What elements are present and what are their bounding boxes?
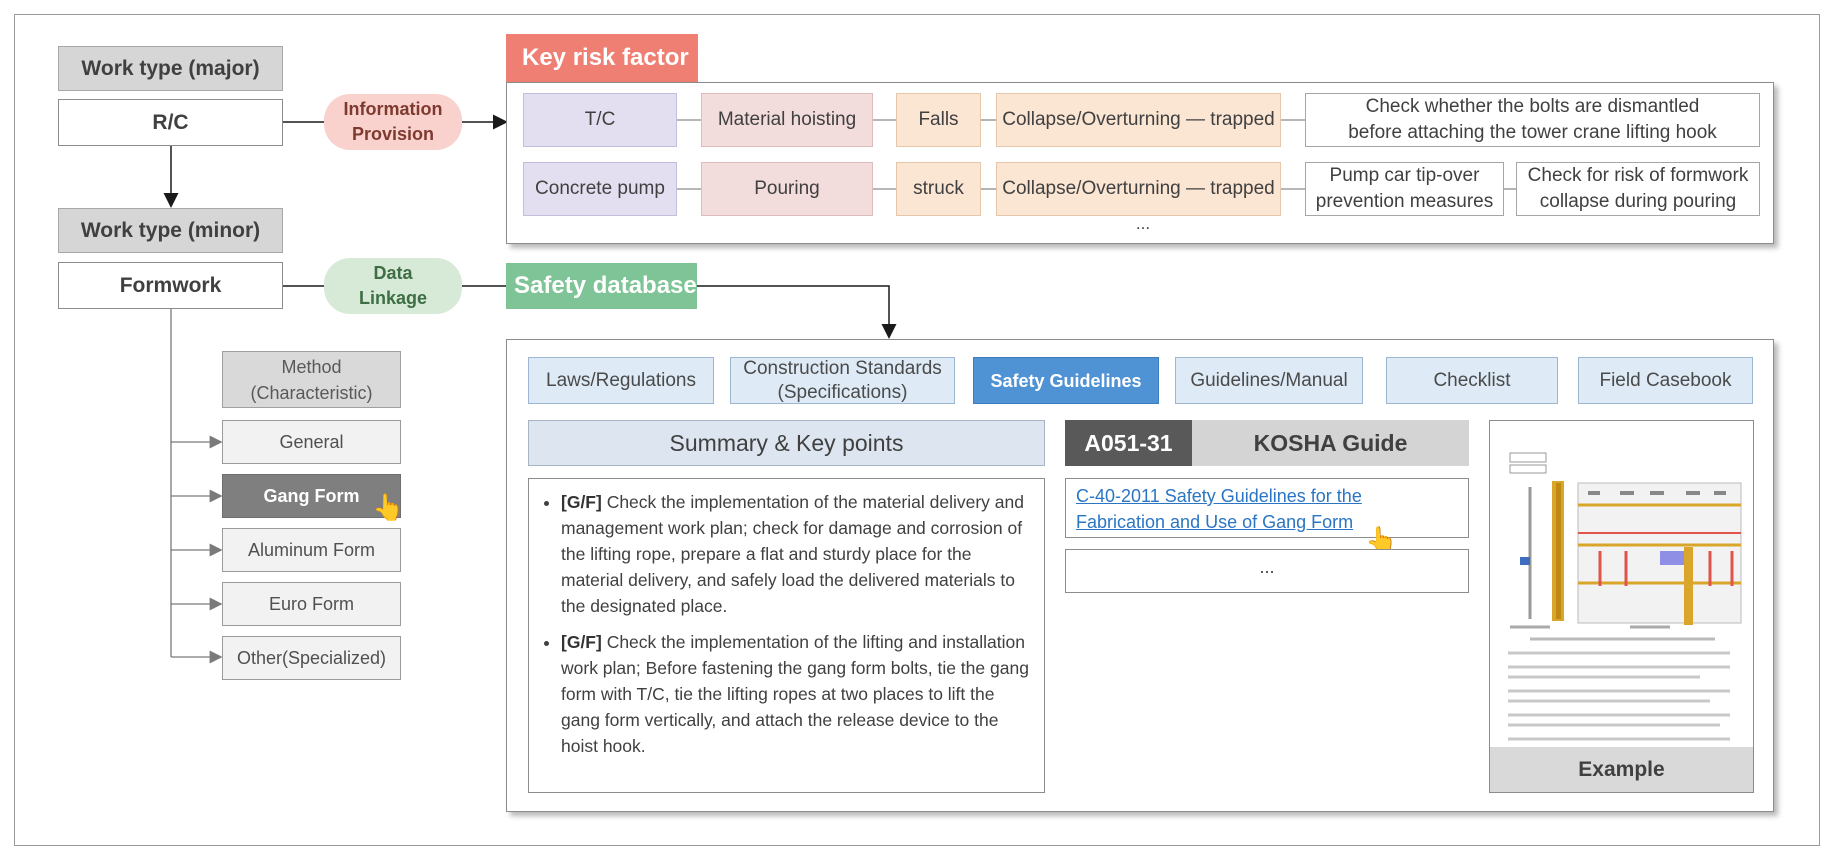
example-label: Example xyxy=(1490,747,1753,792)
method-item-aluminum-form[interactable]: Aluminum Form xyxy=(222,528,401,572)
risk-row1-check: Check whether the bolts are dismantled b… xyxy=(1305,93,1760,147)
key-risk-factor-title: Key risk factor xyxy=(506,34,698,82)
tab-safety-guidelines[interactable]: Safety Guidelines xyxy=(973,357,1159,404)
tab-laws-regulations[interactable]: Laws/Regulations xyxy=(528,357,714,404)
risk-row2-check1: Pump car tip-over prevention measures xyxy=(1305,162,1504,216)
summary-body: [G/F] Check the implementation of the ma… xyxy=(528,478,1045,793)
risk-row2-check2: Check for risk of formwork collapse duri… xyxy=(1516,162,1760,216)
kosha-link-line2[interactable]: Fabrication and Use of Gang Form xyxy=(1076,512,1354,532)
tab-safety-guidelines-label: Safety Guidelines xyxy=(990,370,1142,391)
kosha-link-line1[interactable]: C-40-2011 Safety Guidelines for the xyxy=(1076,486,1362,506)
tab-construction-standards-line1: Construction Standards xyxy=(743,357,942,379)
tab-construction-standards-line2: (Specifications) xyxy=(777,381,908,403)
hand-pointer-icon: 👆 xyxy=(372,492,405,522)
tab-checklist[interactable]: Checklist xyxy=(1386,357,1558,404)
method-item-euro-form[interactable]: Euro Form xyxy=(222,582,401,626)
tab-checklist-label: Checklist xyxy=(1433,369,1511,391)
method-header-line1: Method xyxy=(281,356,342,377)
data-line2: Linkage xyxy=(358,288,428,308)
summary-key-points-header: Summary & Key points xyxy=(528,420,1045,466)
method-item-gang-form-label: Gang Form xyxy=(263,485,360,506)
summary-bullet-1: [G/F] Check the implementation of the ma… xyxy=(561,489,1032,619)
risk-more-ellipsis: ... xyxy=(1135,214,1151,233)
summary-bullet-1-text: Check the implementation of the material… xyxy=(561,492,1024,616)
kosha-guide-title: KOSHA Guide xyxy=(1192,420,1469,466)
work-type-minor-label: Work type (minor) xyxy=(58,208,283,253)
information-provision-pill: Information Provision xyxy=(324,94,462,150)
summary-bullet-2: [G/F] Check the implementation of the li… xyxy=(561,629,1032,759)
risk-row1-check-line2: before attaching the tower crane lifting… xyxy=(1348,122,1717,143)
summary-bullet-2-text: Check the implementation of the lifting … xyxy=(561,632,1029,756)
method-item-general[interactable]: General xyxy=(222,420,401,464)
data-line1: Data xyxy=(373,263,413,283)
info-line2: Provision xyxy=(351,124,435,144)
hand-pointer-icon: 👆 xyxy=(1365,525,1398,555)
risk-row2-accident: Collapse/Overturning — trapped xyxy=(996,162,1281,216)
kosha-code: A051-31 xyxy=(1065,420,1192,466)
tab-field-casebook-label: Field Casebook xyxy=(1599,369,1732,391)
method-item-other[interactable]: Other(Specialized) xyxy=(222,636,401,680)
diagram-frame xyxy=(14,14,1820,846)
risk-row2-hazard: struck xyxy=(896,162,981,216)
method-header: Method (Characteristic) xyxy=(222,351,401,408)
method-header-line2: (Characteristic) xyxy=(250,382,373,403)
risk-row2-task: Pouring xyxy=(701,162,873,216)
tab-field-casebook[interactable]: Field Casebook xyxy=(1578,357,1753,404)
risk-row2-check2-line1: Check for risk of formwork xyxy=(1527,165,1749,186)
tab-guidelines-manual[interactable]: Guidelines/Manual xyxy=(1175,357,1363,404)
risk-row1-hazard: Falls xyxy=(896,93,981,147)
data-linkage-pill: Data Linkage xyxy=(324,258,462,314)
tab-construction-standards[interactable]: Construction Standards (Specifications) xyxy=(730,357,955,404)
risk-row2-check1-line2: prevention measures xyxy=(1315,191,1494,212)
tab-guidelines-manual-label: Guidelines/Manual xyxy=(1190,369,1348,391)
work-type-major-label: Work type (major) xyxy=(58,46,283,91)
method-item-gang-form[interactable]: Gang Form xyxy=(222,474,401,518)
kosha-more: ... xyxy=(1065,549,1469,593)
risk-row2-equipment: Concrete pump xyxy=(523,162,677,216)
example-panel: Example xyxy=(1489,420,1754,793)
document-thumbnail xyxy=(1508,452,1742,741)
risk-row1-equipment: T/C xyxy=(523,93,677,147)
risk-row1-task: Material hoisting xyxy=(701,93,873,147)
risk-row1-check-line1: Check whether the bolts are dismantled xyxy=(1365,96,1700,117)
risk-row2-check2-line2: collapse during pouring xyxy=(1539,191,1737,212)
summary-bullet-1-tag: [G/F] xyxy=(561,492,602,512)
tab-laws-regulations-label: Laws/Regulations xyxy=(546,369,696,391)
summary-bullet-2-tag: [G/F] xyxy=(561,632,602,652)
safety-database-title: Safety database xyxy=(506,263,697,309)
work-type-minor-value[interactable]: Formwork xyxy=(58,262,283,309)
risk-row2-check1-line1: Pump car tip-over xyxy=(1329,165,1480,186)
kosha-guide-link[interactable]: C-40-2011 Safety Guidelines for the Fabr… xyxy=(1065,478,1469,538)
info-line1: Information xyxy=(343,99,443,119)
work-type-major-value[interactable]: R/C xyxy=(58,99,283,146)
risk-row1-accident: Collapse/Overturning — trapped xyxy=(996,93,1281,147)
